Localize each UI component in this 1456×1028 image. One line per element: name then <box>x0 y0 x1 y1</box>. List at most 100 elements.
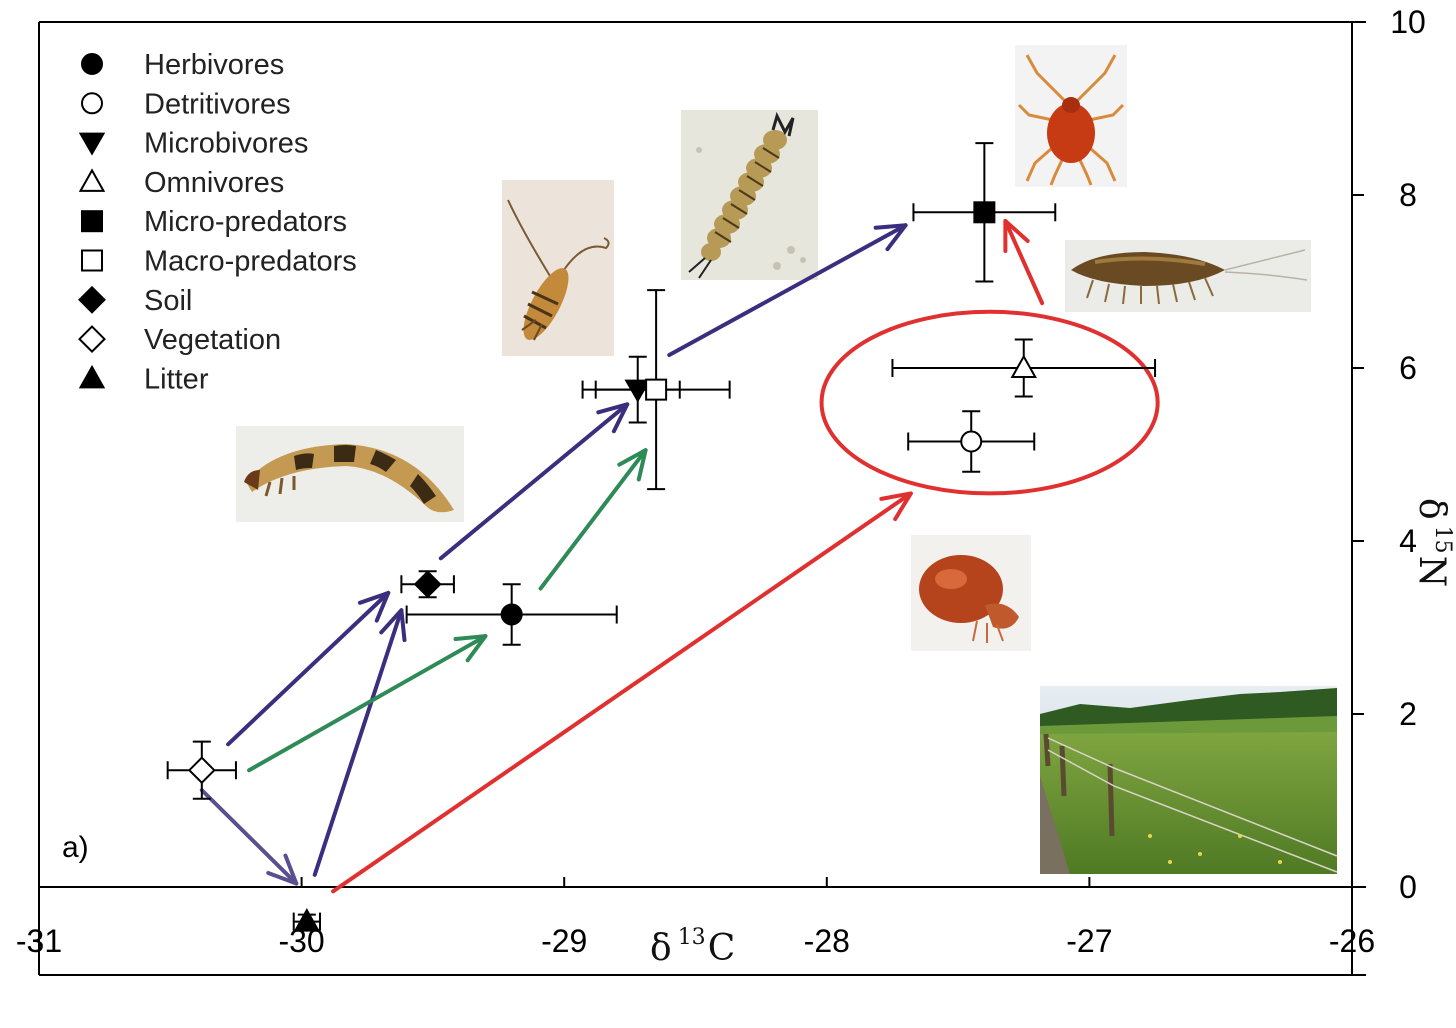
flow-arrow <box>538 448 648 591</box>
marker-detritivores <box>960 430 983 453</box>
flow-arrow <box>667 223 908 358</box>
marker-vegetation <box>187 756 216 785</box>
marker-omnivores <box>1010 354 1037 378</box>
legend-item-herbivores: Herbivores <box>81 49 284 81</box>
legend-item-detritivores: Detritivores <box>81 88 291 120</box>
highlight-ellipse-layer <box>819 309 1160 496</box>
y-axis-title-symbol: δ <box>1411 498 1452 520</box>
centipede-larva-photo <box>681 110 818 280</box>
data-points <box>166 142 1157 932</box>
flow-arrow <box>438 402 630 561</box>
arrow-shaft <box>247 634 488 773</box>
flow-arrow <box>312 608 407 877</box>
arrow-shaft <box>438 402 630 561</box>
mite-red-photo <box>1015 45 1127 187</box>
arrow-head <box>1003 218 1030 253</box>
point-litter <box>292 908 321 932</box>
symphylan-photo <box>1065 240 1311 312</box>
point-detritivores <box>907 410 1036 473</box>
flow-arrow <box>247 634 488 773</box>
x-tick-label: -29 <box>541 923 587 959</box>
legend-label: Litter <box>144 363 209 395</box>
legend-item-vegetation: Vegetation <box>78 324 281 356</box>
arrow-shaft <box>226 590 391 747</box>
legend-label: Detritivores <box>144 88 291 120</box>
legend-label: Macro-predators <box>144 246 357 278</box>
arrow-head <box>617 448 648 482</box>
legend-item-soil: Soil <box>78 285 192 317</box>
marker-soil <box>413 570 442 599</box>
arrow-head <box>266 853 299 886</box>
arrow-head <box>379 608 407 643</box>
legend-label: Vegetation <box>144 324 281 356</box>
arrow-shaft <box>1003 218 1045 306</box>
legend-marker-omnivores <box>78 168 106 192</box>
legend-label: Microbivores <box>144 128 308 160</box>
arrow-shaft <box>312 608 404 877</box>
y-axis-title-element: N <box>1411 556 1452 588</box>
panel-label: a) <box>62 831 89 864</box>
legend-marker-soil <box>78 285 106 314</box>
legend-label: Soil <box>144 285 192 317</box>
y-tick-label: 8 <box>1399 177 1417 213</box>
marker-litter <box>293 908 321 932</box>
flow-arrow <box>1003 218 1045 306</box>
y-axis-title-sup: 15 <box>1430 526 1455 554</box>
photos <box>236 45 1338 874</box>
arrow-shaft <box>667 223 908 358</box>
legend-label: Herbivores <box>144 49 284 81</box>
plot-frame <box>38 21 1366 976</box>
legend-marker-microbivores <box>78 132 106 156</box>
point-vegetation <box>166 740 237 800</box>
point-soil <box>400 570 455 599</box>
flow-arrows <box>199 218 1045 894</box>
legend-item-omnivores: Omnivores <box>78 167 284 199</box>
y-tick-label: 2 <box>1399 696 1417 732</box>
grassland-photo <box>1040 686 1338 874</box>
legend-item-microbivores: Microbivores <box>78 128 308 160</box>
arrow-head <box>357 590 391 623</box>
marker-macro-predators <box>645 378 668 401</box>
legend-item-micro-predators: Micro-predators <box>81 206 347 238</box>
legend-item-macro-predators: Macro-predators <box>81 246 357 278</box>
arrow-head <box>596 402 630 434</box>
beetle-larva-photo <box>236 426 464 522</box>
arrow-head <box>453 634 488 663</box>
y-tick-label: 0 <box>1399 869 1417 905</box>
x-tick-label: -28 <box>804 923 850 959</box>
x-tick-label: -31 <box>16 923 62 959</box>
point-macro-predators <box>581 289 731 491</box>
x-tick-label: -27 <box>1066 923 1112 959</box>
y-axis-title: δ 15N <box>1411 498 1455 587</box>
x-axis-title-symbol: δ <box>650 928 672 969</box>
x-tick-label: -26 <box>1329 923 1375 959</box>
legend-marker-herbivores <box>81 53 103 75</box>
legend: HerbivoresDetritivoresMicrobivoresOmnivo… <box>78 49 357 395</box>
arrow-head <box>873 223 908 252</box>
oribatid-mite-photo <box>911 535 1031 651</box>
legend-marker-detritivores <box>81 92 103 115</box>
legend-marker-micro-predators <box>81 210 103 233</box>
legend-item-litter: Litter <box>78 363 209 395</box>
point-omnivores <box>891 338 1157 398</box>
arrow-head <box>879 491 913 522</box>
x-axis-title-sup: 13 <box>678 925 706 950</box>
legend-label: Omnivores <box>144 167 284 199</box>
legend-marker-vegetation <box>78 325 106 354</box>
flow-arrow <box>199 788 299 886</box>
highlight-ellipse <box>819 309 1160 496</box>
point-herbivores <box>405 583 618 646</box>
y-tick-label: 6 <box>1399 350 1417 386</box>
marker-micro-predators <box>973 201 996 224</box>
x-axis-title-element: C <box>708 928 736 969</box>
arrow-shaft <box>331 491 913 894</box>
marker-herbivores <box>500 603 523 626</box>
point-micro-predators <box>912 142 1057 283</box>
legend-marker-litter <box>78 364 106 389</box>
springtail-photo <box>502 180 614 356</box>
y-tick-label: 10 <box>1390 4 1426 40</box>
flow-arrow <box>331 491 913 894</box>
